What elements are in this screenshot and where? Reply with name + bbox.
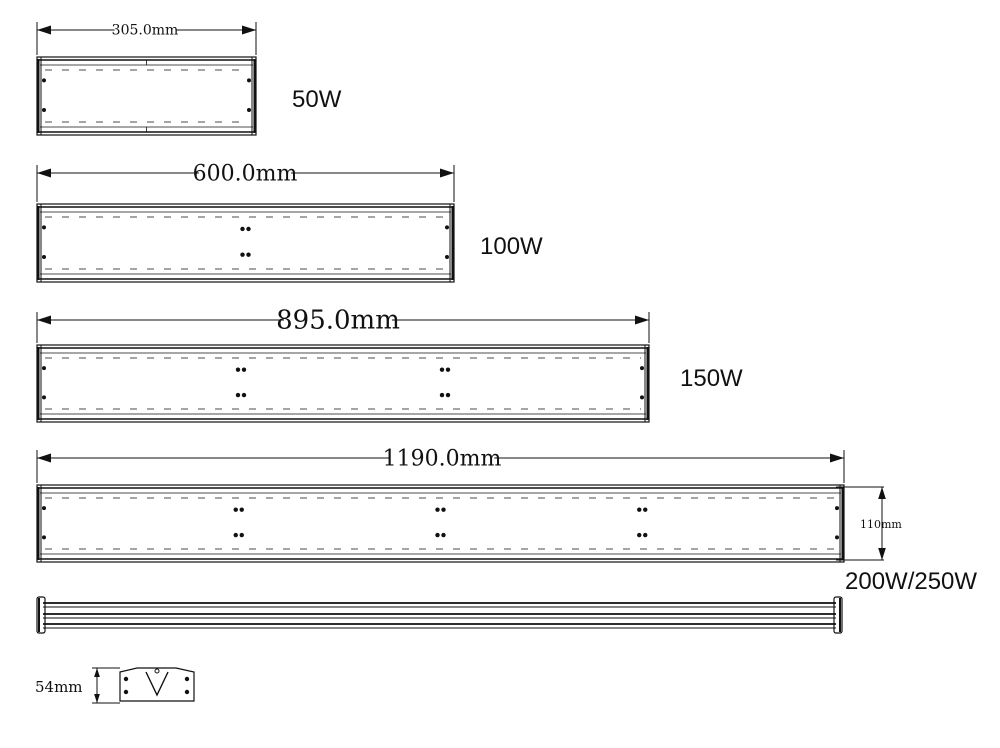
mount-dot (233, 507, 238, 512)
profile-end-left (36, 596, 46, 634)
end-cap-v-notch (145, 671, 169, 697)
screw-dot (42, 366, 46, 371)
arrow-head (635, 315, 649, 325)
fixture-body (36, 56, 257, 136)
arrow-head (94, 694, 100, 703)
mount-dot (637, 507, 642, 512)
screw-dot (42, 78, 46, 83)
screw-dot (640, 366, 644, 371)
arrow-head (878, 487, 886, 499)
screw-dot (247, 108, 251, 113)
end-cap-hole (154, 668, 160, 674)
fixture-outline (36, 484, 845, 563)
fixture-body (36, 203, 455, 283)
mount-dot (246, 226, 251, 232)
mount-dot (441, 507, 446, 512)
screw-dot (42, 535, 46, 540)
screw-dot (42, 506, 46, 511)
wattage-label: 50W (292, 86, 342, 113)
screw-dot (640, 395, 644, 400)
screw-dot (247, 78, 251, 83)
fixture-100w: 600.0mm 100W (36, 159, 543, 283)
fixture-body (36, 484, 845, 563)
end-cap-profile (119, 667, 195, 702)
mount-dot (235, 392, 241, 398)
width-dimension-label: 895.0mm (276, 306, 400, 336)
width-dimension: 305.0mm (36, 21, 257, 55)
width-dimension: 600.0mm (36, 159, 455, 202)
end-view: 54mm (35, 667, 195, 704)
arrow-head (37, 25, 51, 35)
width-dimension-label: 305.0mm (112, 23, 179, 39)
mount-dot (435, 532, 440, 538)
mount-dot (239, 507, 244, 512)
screw-dot (42, 225, 46, 230)
dimension-label-bg (198, 159, 292, 184)
mount-dot (445, 392, 451, 398)
wattage-label: 200W/250W (845, 568, 977, 595)
profile-view (36, 596, 843, 634)
arrow-head (94, 668, 100, 677)
screw-dot (42, 395, 46, 400)
arrow-head (242, 25, 256, 35)
arrow-head (830, 453, 844, 463)
mount-dot (435, 507, 440, 512)
dimension-label-bg (389, 444, 495, 469)
arrow-head (878, 548, 886, 560)
arrow-head (37, 168, 51, 178)
mount-dot (239, 532, 244, 538)
screw-dot (445, 255, 449, 260)
wattage-label: 100W (480, 233, 543, 260)
mount-dot (241, 367, 247, 372)
screw-dot (42, 108, 46, 113)
dimension-label-bg (114, 21, 176, 37)
screw-dot (835, 535, 839, 540)
arrow-head (440, 168, 454, 178)
screw-dot (445, 225, 449, 230)
fixture-150w: 895.0mm 150W (36, 304, 743, 423)
screw-dot (42, 255, 46, 260)
fixture-50w: 305.0mm 50W (36, 21, 342, 136)
mount-dot (246, 252, 251, 257)
screw-dot (184, 689, 190, 695)
screw-dot (123, 676, 129, 682)
mount-dot (235, 367, 241, 372)
dimension-label-bg (284, 304, 392, 333)
mount-dot (240, 226, 245, 232)
fixture-200w-250w: 1190.0mm 200W/250W (36, 444, 977, 595)
mount-dot (439, 392, 445, 398)
height-dimension-label: 110mm (860, 518, 902, 531)
width-dimension-label: 1190.0mm (383, 446, 502, 471)
width-dimension-label: 600.0mm (193, 161, 298, 186)
height-dimension: 110mm (836, 486, 902, 561)
mount-dot (233, 532, 238, 538)
wattage-label: 150W (680, 365, 743, 392)
fixture-outline (36, 56, 257, 136)
screw-dot (835, 506, 839, 511)
fixture-body (36, 344, 650, 423)
mount-dot (445, 367, 451, 372)
mount-dot (241, 392, 247, 398)
profile-end-right (833, 596, 843, 634)
arrow-head (37, 315, 51, 325)
depth-dimension-label: 54mm (35, 678, 83, 696)
width-dimension: 1190.0mm (36, 444, 845, 483)
mount-dot (643, 532, 648, 538)
mount-dot (441, 532, 446, 538)
width-dimension: 895.0mm (36, 304, 650, 343)
arrow-head (37, 453, 51, 463)
mount-dot (439, 367, 445, 372)
screw-dot (184, 676, 190, 682)
fixture-outline (36, 203, 455, 283)
fixture-outline (36, 344, 650, 423)
mount-dot (637, 532, 642, 538)
mount-dot (240, 252, 245, 257)
mount-dot (643, 507, 648, 512)
screw-dot (123, 689, 129, 695)
